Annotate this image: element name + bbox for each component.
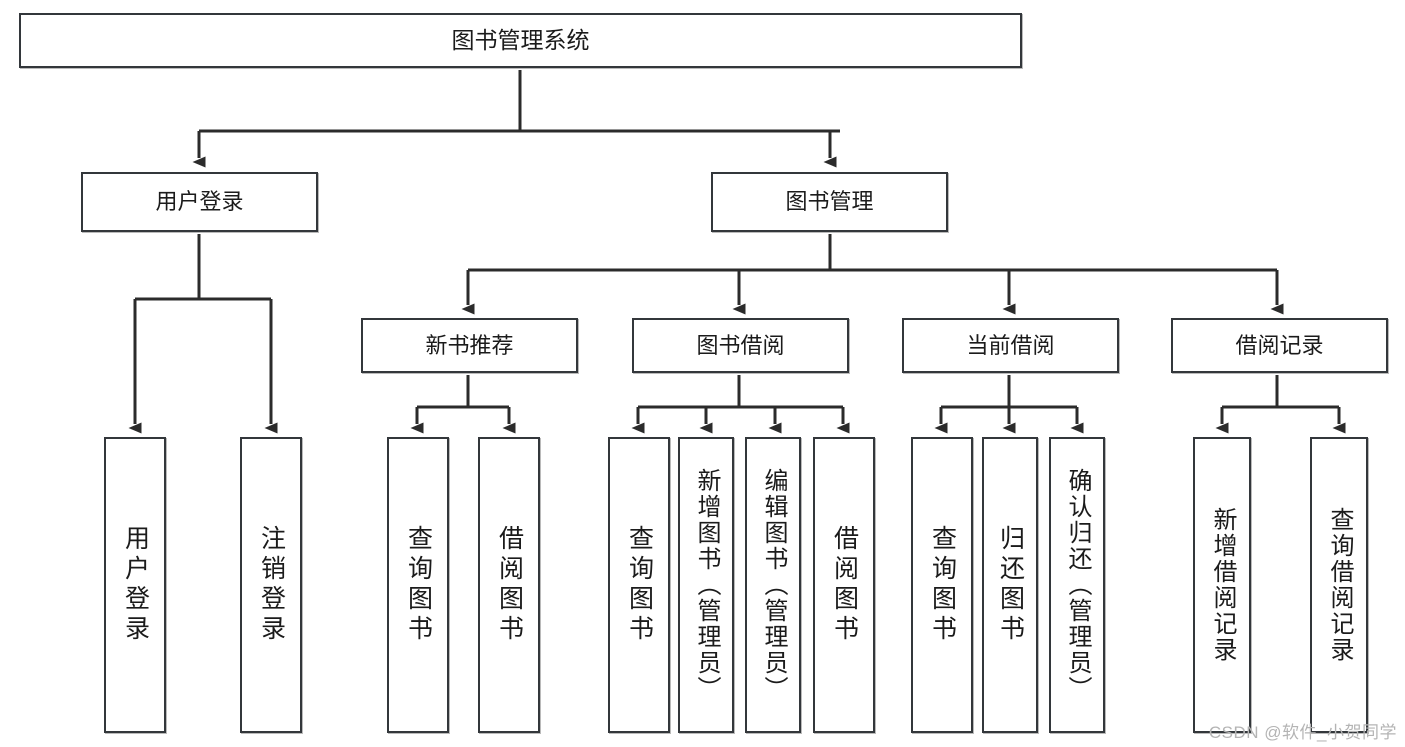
leaf-current-borrow-return-book[interactable]: 归还图书	[982, 437, 1038, 733]
node-label: 查询图书	[625, 525, 654, 645]
leaf-book-borrow-add-book[interactable]: 新增图书（管理员）	[678, 437, 734, 733]
leaf-user-login-login[interactable]: 用户登录	[104, 437, 166, 733]
node-label: 用户登录	[121, 525, 150, 645]
node-borrow-record[interactable]: 借阅记录	[1171, 318, 1388, 373]
node-root-book-management-system[interactable]: 图书管理系统	[19, 13, 1022, 68]
leaf-new-book-query-book[interactable]: 查询图书	[387, 437, 449, 733]
node-label: 借阅图书	[830, 525, 859, 645]
node-user-login[interactable]: 用户登录	[81, 172, 318, 232]
node-label: 用户登录	[155, 189, 244, 215]
node-label: 借阅记录	[1235, 332, 1324, 358]
leaf-book-borrow-query-book[interactable]: 查询图书	[608, 437, 670, 733]
node-label: 注销登录	[257, 525, 286, 645]
leaf-current-borrow-query-book[interactable]: 查询图书	[911, 437, 973, 733]
node-label: 查询图书	[404, 525, 433, 645]
node-label: 编辑图书（管理员）	[760, 468, 787, 702]
node-book-management[interactable]: 图书管理	[711, 172, 948, 232]
leaf-borrow-record-add-record[interactable]: 新增借阅记录	[1193, 437, 1251, 733]
node-label: 确认归还（管理员）	[1064, 468, 1091, 702]
node-label: 当前借阅	[966, 332, 1055, 358]
node-label: 图书管理系统	[451, 26, 590, 53]
node-label: 查询借阅记录	[1326, 507, 1353, 663]
leaf-new-book-borrow-book[interactable]: 借阅图书	[478, 437, 540, 733]
leaf-user-login-logout[interactable]: 注销登录	[240, 437, 302, 733]
node-label: 新增图书（管理员）	[693, 468, 720, 702]
node-label: 归还图书	[996, 525, 1025, 645]
node-label: 新增借阅记录	[1209, 507, 1236, 663]
leaf-current-borrow-confirm-return[interactable]: 确认归还（管理员）	[1049, 437, 1105, 733]
node-new-book-recommend[interactable]: 新书推荐	[361, 318, 578, 373]
node-label: 新书推荐	[425, 332, 514, 358]
node-label: 查询图书	[928, 525, 957, 645]
leaf-borrow-record-query-record[interactable]: 查询借阅记录	[1310, 437, 1368, 733]
node-current-borrow[interactable]: 当前借阅	[902, 318, 1119, 373]
leaf-book-borrow-borrow-book[interactable]: 借阅图书	[813, 437, 875, 733]
csdn-watermark: CSDN @软件_小贺同学	[1208, 723, 1397, 742]
node-book-borrow[interactable]: 图书借阅	[632, 318, 849, 373]
node-label: 图书管理	[785, 189, 874, 215]
node-label: 借阅图书	[495, 525, 524, 645]
leaf-book-borrow-edit-book[interactable]: 编辑图书（管理员）	[745, 437, 801, 733]
node-label: 图书借阅	[696, 332, 785, 358]
